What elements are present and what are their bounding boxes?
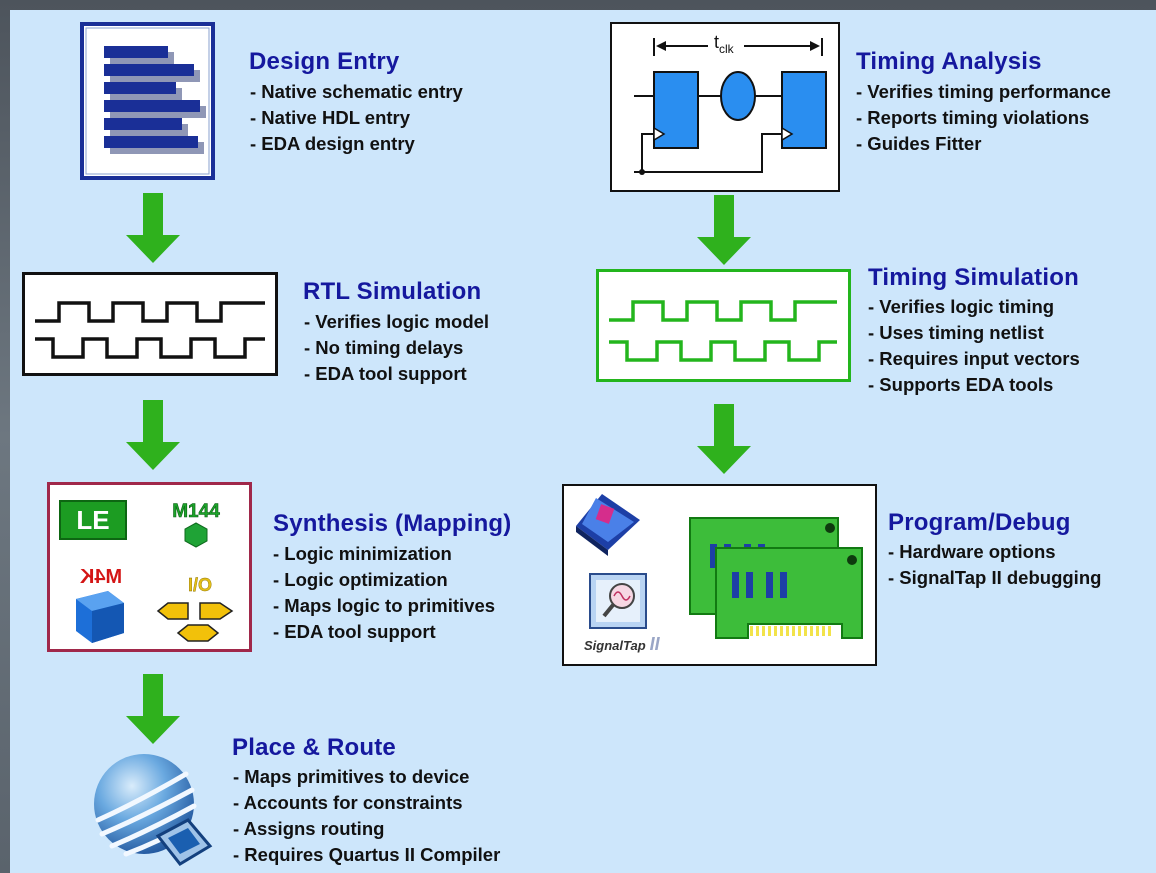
list-item: - Assigns routing (233, 818, 385, 839)
arrow-down-icon (126, 193, 180, 263)
design-entry-bullets: - Native schematic entry - Native HDL en… (250, 79, 463, 157)
list-item: - Accounts for constraints (233, 792, 463, 813)
io-label: I/O (188, 575, 212, 595)
synthesis-title: Synthesis (Mapping) (273, 510, 512, 537)
list-item: - Maps primitives to device (233, 766, 470, 787)
list-item: - Native HDL entry (250, 107, 411, 128)
arrow-down-icon (126, 400, 180, 470)
list-item: - Hardware options (888, 541, 1056, 562)
document-icon (80, 22, 215, 180)
flow-diagram: Design Entry - Native schematic entry - … (10, 10, 1156, 873)
synthesis-bullets: - Logic minimization - Logic optimizatio… (273, 541, 495, 645)
list-item: - Reports timing violations (856, 107, 1090, 128)
arrow-down-icon (126, 674, 180, 744)
list-item: - Logic minimization (273, 543, 452, 564)
arrow-down-icon (697, 404, 751, 474)
list-item: - Verifies logic model (304, 311, 490, 332)
list-item: - Verifies logic timing (868, 296, 1055, 317)
green-waveform-icon (596, 269, 851, 382)
rtl-simulation-bullets: - Verifies logic model - No timing delay… (304, 309, 489, 387)
rtl-simulation-title: RTL Simulation (303, 278, 482, 305)
waveform-icon (22, 272, 278, 376)
list-item: - Supports EDA tools (868, 374, 1054, 395)
program-debug-bullets: - Hardware options - SignalTap II debugg… (888, 539, 1101, 591)
program-debug-title: Program/Debug (888, 509, 1071, 536)
list-item: - Maps logic to primitives (273, 595, 496, 616)
m4k-label: M4K (79, 566, 122, 588)
place-route-bullets: - Maps primitives to device - Accounts f… (233, 764, 500, 868)
chip-icon (576, 494, 640, 556)
board-icon (689, 517, 863, 639)
list-item: - Logic optimization (273, 569, 448, 590)
clock-label: tclk (714, 32, 735, 56)
timing-simulation-bullets: - Verifies logic timing - Uses timing ne… (868, 294, 1080, 398)
le-label: LE (76, 505, 109, 535)
place-route-title: Place & Route (232, 734, 396, 761)
list-item: - Requires Quartus II Compiler (233, 844, 501, 865)
list-item: - SignalTap II debugging (888, 567, 1102, 588)
list-item: - EDA tool support (304, 363, 467, 384)
list-item: - Native schematic entry (250, 81, 463, 102)
list-item: - Requires input vectors (868, 348, 1080, 369)
arrow-down-icon (697, 195, 751, 265)
primitives-icon: LE M144 M4K I/O (47, 482, 252, 652)
m144-label: M144 (172, 501, 220, 522)
list-item: - Guides Fitter (856, 133, 982, 154)
timing-analysis-bullets: - Verifies timing performance - Reports … (856, 79, 1111, 157)
list-item: - EDA tool support (273, 621, 436, 642)
list-item: - Verifies timing performance (856, 81, 1111, 102)
timing-circuit-icon: tclk (610, 22, 840, 192)
design-entry-title: Design Entry (249, 48, 400, 75)
list-item: - Uses timing netlist (868, 322, 1044, 343)
timing-analysis-title: Timing Analysis (856, 48, 1042, 75)
timing-simulation-title: Timing Simulation (868, 264, 1079, 291)
list-item: - EDA design entry (250, 133, 415, 154)
globe-chip-icon (94, 754, 213, 866)
list-item: - No timing delays (304, 337, 464, 358)
